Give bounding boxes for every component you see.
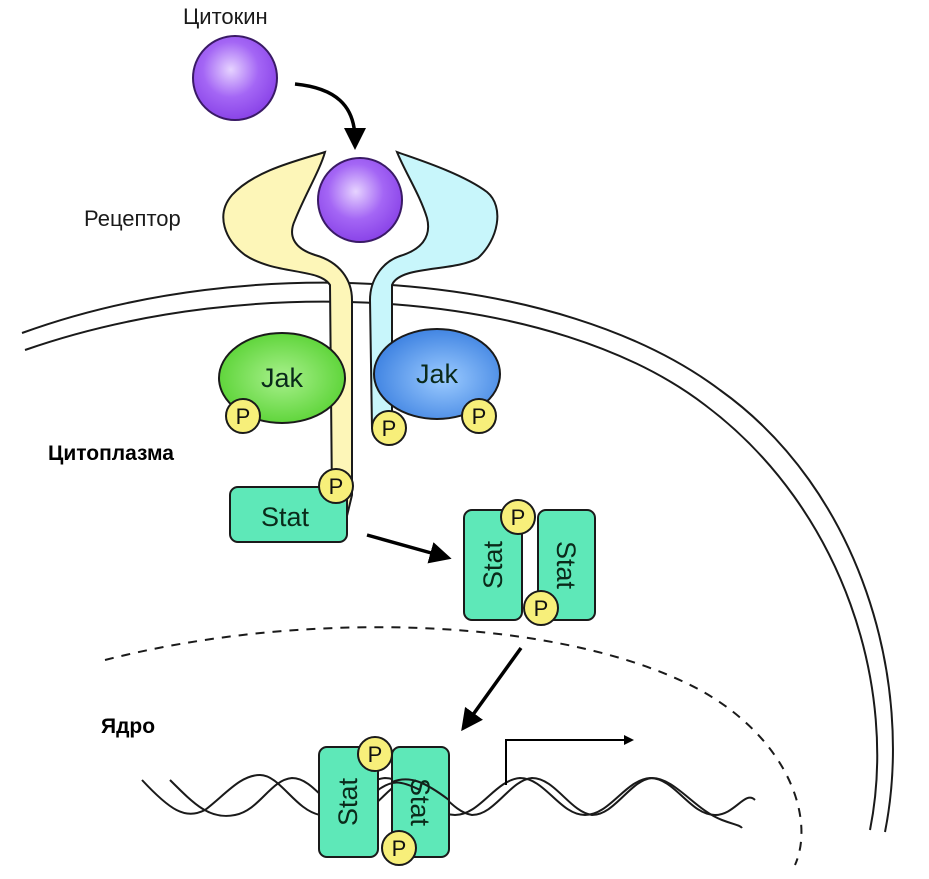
label-cytokine: Цитокин [183, 4, 268, 29]
stat-monomer-label: Stat [261, 502, 310, 532]
cytokine-free [192, 35, 278, 121]
cytokine-bound [317, 157, 403, 243]
svg-text:Stat: Stat [478, 540, 508, 589]
phosphate-receptor-left: P [318, 468, 354, 504]
translocation-arrow [461, 646, 523, 732]
phosphate-receptor-right: P [371, 410, 407, 446]
svg-text:P: P [329, 474, 344, 499]
svg-text:P: P [534, 596, 549, 621]
svg-text:P: P [511, 505, 526, 530]
cell-membrane [21, 281, 894, 833]
dimerization-arrow [366, 533, 452, 564]
jak-right: Jak [373, 328, 501, 420]
svg-text:Stat: Stat [333, 777, 363, 826]
svg-text:P: P [392, 836, 407, 861]
binding-arrow [294, 82, 366, 150]
stat-monomer: Stat [229, 486, 348, 543]
svg-text:Stat: Stat [551, 541, 581, 590]
stat-dimer-cytoplasm: Stat Stat P P [463, 499, 596, 626]
label-nucleus: Ядро [101, 715, 155, 738]
svg-text:P: P [368, 742, 383, 767]
svg-text:P: P [382, 416, 397, 441]
dna-helix [141, 773, 756, 829]
svg-text:P: P [472, 404, 487, 429]
transcription-arrow [505, 735, 634, 785]
jak-right-label: Jak [416, 359, 459, 389]
jak-left-label: Jak [261, 363, 304, 393]
label-receptor: Рецептор [84, 206, 181, 231]
stat-dimer-nucleus: Stat Stat P P [318, 736, 450, 866]
phosphate-jak-right: P [461, 398, 497, 434]
svg-text:P: P [236, 404, 251, 429]
phosphate-jak-left: P [225, 398, 261, 434]
nuclear-envelope [104, 626, 803, 866]
receptor-right [368, 150, 499, 430]
label-cytoplasm: Цитоплазма [48, 442, 174, 465]
svg-text:Stat: Stat [405, 778, 435, 827]
